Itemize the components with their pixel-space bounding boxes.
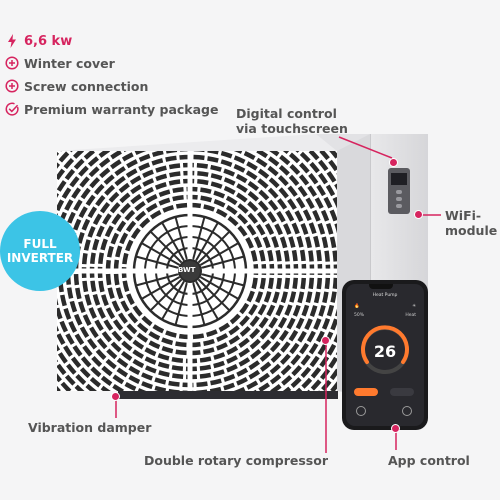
fan-spoke (199, 242, 239, 266)
unit-stand (118, 391, 338, 399)
plus-circle-icon (5, 79, 19, 93)
smartphone: Heat Pump 🔥 50% ☀ Heat 26 (342, 280, 428, 430)
callout-compressor: Double rotary compressor (144, 453, 328, 468)
sun-icon: ☀ (411, 304, 416, 309)
feature-text: Premium warranty package (24, 101, 219, 117)
app-title: Heat Pump (372, 293, 398, 298)
callout-vibration: Vibration damper (28, 420, 152, 435)
fan-spoke (192, 216, 206, 260)
callout-dot (321, 336, 330, 345)
fan-spoke (174, 282, 188, 326)
feature-item: Screw connection (5, 78, 148, 94)
callout-wifi: WiFi- module (445, 208, 497, 238)
callout-dot (111, 392, 120, 401)
callout-dot (391, 424, 400, 433)
callout-dot (414, 210, 423, 219)
temperature-dial (361, 325, 409, 374)
fan-spoke (135, 273, 179, 287)
flame-icon: 🔥 (354, 304, 360, 309)
fan-spoke (161, 222, 185, 262)
feature-text: Screw connection (24, 78, 149, 94)
callout-text: WiFi- (445, 208, 482, 223)
clock-icon[interactable] (402, 406, 412, 416)
fan-spoke (201, 273, 245, 287)
fan-spoke (199, 276, 239, 300)
touch-control-panel (388, 168, 410, 214)
fan-spoke (135, 255, 179, 269)
callout-text: Digital control (236, 106, 337, 121)
feature-item: Premium warranty package (5, 101, 218, 117)
badge-line-2: INVERTER (6, 251, 74, 265)
check-circle-icon (5, 102, 19, 116)
fan-spoke (197, 230, 231, 264)
panel-button (396, 190, 402, 194)
fan-spoke (141, 242, 181, 266)
fan-spoke (161, 280, 185, 320)
power-rating-text: 6,6 kw (24, 33, 73, 49)
fan-spoke (141, 276, 181, 300)
fan-spoke (197, 278, 231, 312)
power-rating: 6,6 kw (5, 33, 72, 49)
full-inverter-badge: FULL INVERTER (0, 211, 80, 291)
callout-text: module (445, 223, 498, 238)
badge-line-1: FULL (23, 237, 57, 251)
phone-notch (369, 284, 393, 289)
touch-display (391, 173, 407, 185)
callout-app: App control (388, 453, 470, 468)
fan-spoke (195, 222, 219, 262)
mode-button[interactable] (354, 388, 378, 396)
fan-spoke (195, 280, 219, 320)
panel-button (396, 197, 402, 201)
app-screen: Heat Pump 🔥 50% ☀ Heat 26 (346, 284, 424, 426)
panel-button (396, 204, 402, 208)
fan-spoke (192, 282, 206, 326)
feature-item: Winter cover (5, 55, 115, 71)
fan-spoke (201, 255, 245, 269)
fan-spoke (149, 230, 183, 264)
app-left-value: 50% (354, 313, 365, 318)
callout-text: via touchscreen (236, 121, 348, 136)
plus-circle-icon (5, 56, 19, 70)
temperature-value: 26 (373, 342, 397, 361)
lightning-icon (5, 34, 19, 48)
fan-spoke (174, 216, 188, 260)
fan-spoke (149, 278, 183, 312)
app-right-value: Heat (405, 313, 416, 318)
brand-logo: BWT (178, 266, 196, 274)
callout-digital-control: Digital control via touchscreen (236, 106, 348, 136)
feature-text: Winter cover (24, 55, 115, 71)
nav-icon[interactable] (356, 406, 366, 416)
callout-dot (389, 158, 398, 167)
mode-button[interactable] (390, 388, 414, 396)
